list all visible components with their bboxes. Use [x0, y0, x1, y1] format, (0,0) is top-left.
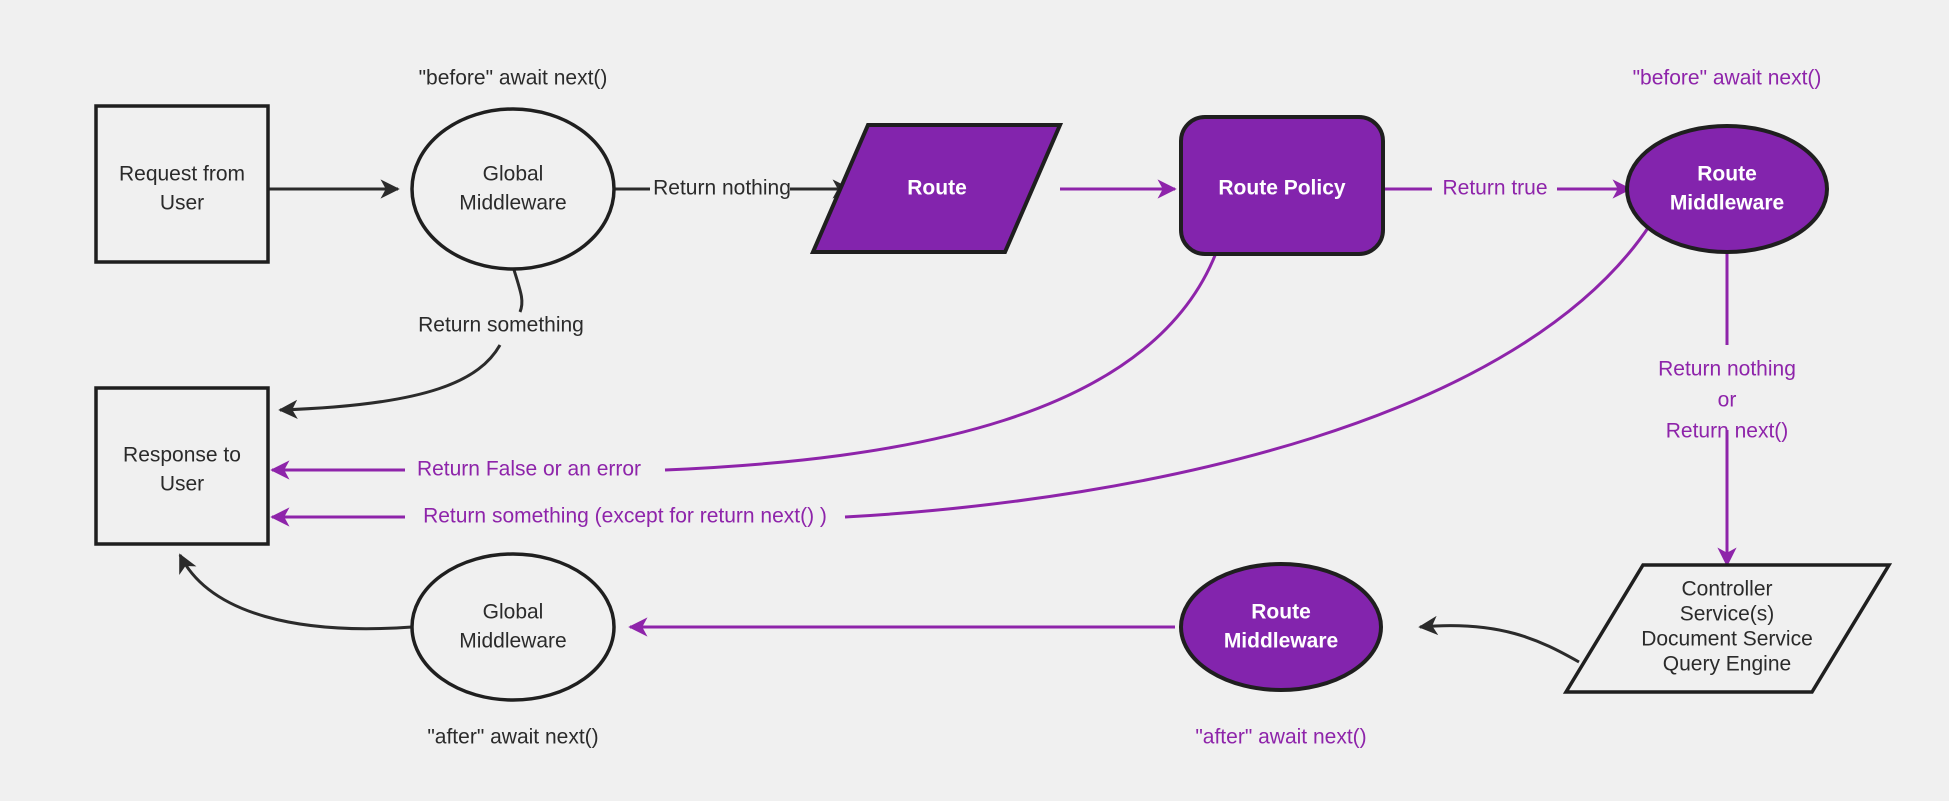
edge-label-return-false-or-error: Return False or an error	[417, 458, 641, 481]
edge-label-return-nothing-or-next-line3: Return next()	[1666, 420, 1789, 443]
node-global-middleware-top[interactable]: Global Middleware	[410, 107, 616, 271]
annotation-before-await-next-route: "before" await next()	[1633, 67, 1822, 90]
node-route-middleware-top[interactable]: Route Middleware	[1625, 124, 1829, 254]
global-middleware-bottom-line1: Global	[483, 601, 544, 624]
edge-label-return-nothing: Return nothing	[653, 177, 791, 200]
edge-route-middleware-return-something	[270, 224, 1652, 527]
node-response-to-user[interactable]: Response to User	[94, 386, 270, 546]
node-route[interactable]: Route	[809, 123, 1064, 254]
annotation-after-await-next-route: "after" await next()	[1195, 726, 1366, 749]
request-box-line1: Request from	[119, 163, 245, 186]
route-middleware-bottom-line2: Middleware	[1224, 630, 1338, 653]
node-route-policy[interactable]: Route Policy	[1179, 115, 1385, 256]
route-middleware-bottom-line1: Route	[1251, 601, 1311, 624]
route-middleware-top-line2: Middleware	[1670, 192, 1784, 215]
route-middleware-top-line1: Route	[1697, 163, 1757, 186]
node-route-middleware-bottom[interactable]: Route Middleware	[1179, 562, 1383, 692]
response-box-line1: Response to	[123, 444, 241, 467]
controller-box-line2: Service(s)	[1680, 603, 1775, 626]
global-middleware-bottom-line2: Middleware	[459, 630, 566, 653]
node-controller-services[interactable]: Controller Service(s) Document Service Q…	[1562, 563, 1893, 694]
route-label: Route	[907, 177, 967, 200]
edge-label-return-something-except-next: Return something (except for return next…	[423, 505, 827, 528]
edge-global-middleware-bottom-to-response	[178, 553, 413, 631]
edge-controller-to-route-middleware-bottom	[1418, 615, 1580, 664]
controller-box-line3: Document Service	[1641, 628, 1813, 651]
edge-route-policy-return-false	[270, 252, 1218, 480]
global-middleware-top-line2: Middleware	[459, 192, 566, 215]
response-box-line2: User	[160, 473, 204, 496]
route-policy-label: Route Policy	[1218, 177, 1346, 200]
node-global-middleware-bottom[interactable]: Global Middleware	[410, 552, 616, 702]
request-box-line2: User	[160, 192, 204, 215]
edge-label-return-something: Return something	[418, 314, 584, 337]
controller-box-line1: Controller	[1681, 578, 1772, 601]
annotation-before-await-next-global: "before" await next()	[419, 67, 608, 90]
edge-label-return-nothing-or-next-line1: Return nothing	[1658, 358, 1796, 381]
controller-box-line4: Query Engine	[1663, 653, 1791, 676]
global-middleware-top-line1: Global	[483, 163, 544, 186]
edge-label-return-true: Return true	[1442, 177, 1547, 200]
node-request-from-user[interactable]: Request from User	[94, 104, 270, 264]
annotation-after-await-next-global: "after" await next()	[427, 726, 598, 749]
edge-label-return-nothing-or-next-line2: or	[1718, 389, 1737, 412]
